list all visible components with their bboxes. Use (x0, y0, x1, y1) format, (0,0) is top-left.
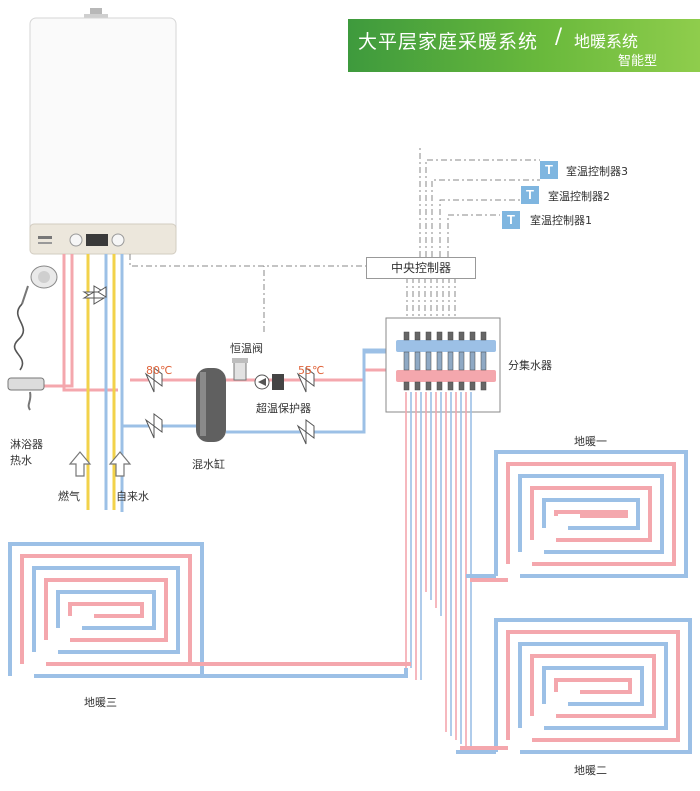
thermostat-1-icon: T (502, 211, 520, 229)
manifold (385, 317, 501, 413)
overheat-protector-pump (254, 374, 284, 390)
inlet-arrows (68, 451, 132, 477)
thermostat-3-label: 室温控制器3 (566, 165, 628, 178)
boiler-pipes (34, 254, 124, 512)
shower-head (7, 265, 58, 411)
title-separator: / (555, 24, 563, 48)
floor-heating-2-coil (456, 618, 692, 754)
boiler-display (86, 234, 108, 246)
boiler-knob-right (111, 233, 125, 247)
floor-heating-3-label: 地暖三 (84, 696, 117, 709)
boiler-valves (82, 285, 107, 305)
thermostatic-valve-label: 恒温阀 (230, 342, 263, 355)
thermostat-1-label: 室温控制器1 (530, 214, 592, 227)
floor-temp: 55℃ (298, 364, 325, 377)
wall-boiler (29, 8, 177, 255)
central-controller: 中央控制器 (366, 257, 476, 279)
page-subtitle: 地暖系统 (574, 32, 639, 51)
page-title: 大平层家庭采暖系统 (358, 31, 539, 53)
thermostat-3-icon: T (540, 161, 558, 179)
gas-label: 燃气 (58, 490, 80, 503)
thermostat-2-label: 室温控制器2 (548, 190, 610, 203)
mixing-tank (196, 368, 226, 442)
supply-temp: 80℃ (146, 364, 173, 377)
floor-heating-3-coil (8, 542, 411, 678)
mixing-tank-label: 混水缸 (192, 458, 225, 471)
thermostatic-valve (232, 358, 248, 381)
gas-arrow-icon (68, 451, 92, 477)
thermostat-2-icon: T (521, 186, 539, 204)
manifold-label: 分集水器 (508, 359, 552, 372)
floor-heating-2-label: 地暖二 (574, 764, 607, 777)
distribution-pipes (405, 392, 472, 752)
overheat-protector-label: 超温保护器 (256, 402, 311, 415)
main-loop-pipes (122, 348, 414, 434)
title-tag: 智能型 (618, 54, 658, 69)
floor-heating-1-label: 地暖一 (574, 435, 607, 448)
tap-water-label: 自来水 (116, 490, 149, 503)
title-banner: 大平层家庭采暖系统 / 地暖系统 智能型 (348, 19, 700, 72)
shower-label-line1: 淋浴器 (10, 438, 43, 451)
water-arrow-icon (108, 451, 132, 477)
boiler-knob-left (69, 233, 83, 247)
line-valves (144, 367, 315, 445)
control-wiring (129, 148, 540, 338)
floor-heating-1-coil (466, 450, 688, 582)
shower-label-line2: 热水 (10, 454, 32, 467)
